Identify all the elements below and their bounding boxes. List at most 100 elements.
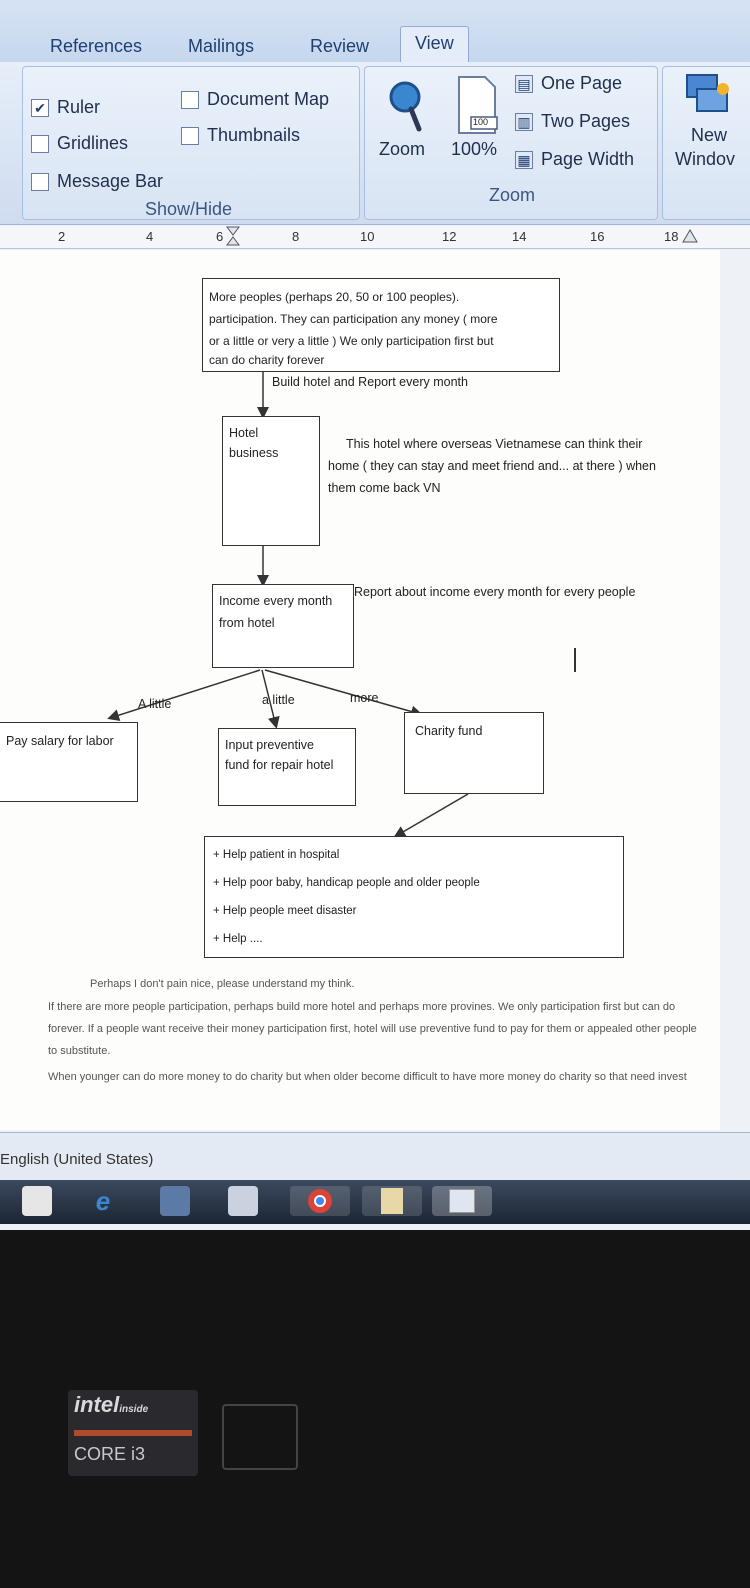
message-bar-checkbox[interactable]: Message Bar	[31, 171, 163, 192]
thumbnails-checkbox[interactable]: Thumbnails	[181, 125, 300, 146]
branch-label-a-little-2: a little	[262, 693, 295, 707]
help-item: + Help ....	[213, 933, 263, 945]
hotel-business-box: Hotel business	[222, 416, 320, 546]
arrow-income-to-charity	[264, 669, 423, 718]
preventive-label: fund for repair hotel	[225, 758, 334, 772]
page-width-icon: ▦	[515, 150, 533, 169]
page-100-icon	[458, 76, 498, 134]
ribbon: ✔ Ruler Gridlines Message Bar Document Ma…	[0, 62, 750, 225]
ruler-tick: 4	[146, 229, 154, 244]
zoom-100-button[interactable]: 100%	[451, 139, 498, 159]
file-explorer-icon[interactable]	[160, 1186, 190, 1216]
indent-marker-icon[interactable]	[226, 226, 240, 248]
show-hide-group: ✔ Ruler Gridlines Message Bar Document Ma…	[22, 66, 360, 220]
text-cursor-icon	[574, 648, 576, 672]
tab-mailings[interactable]: Mailings	[188, 36, 255, 56]
checkmark-icon: ✔	[31, 98, 49, 117]
participation-line: participation. They can participation an…	[209, 312, 498, 326]
arrow-income-to-preventive	[261, 669, 280, 729]
two-pages-label: Two Pages	[541, 111, 631, 131]
intel-inside-text: inside	[119, 1404, 149, 1415]
income-note: Report about income every month for ever…	[354, 585, 636, 599]
note-paragraph: If there are more people participation, …	[48, 1001, 697, 1057]
word-icon[interactable]	[432, 1186, 492, 1216]
checkbox-icon	[181, 90, 199, 109]
ruler-tick: 14	[512, 229, 527, 244]
tab-references[interactable]: References	[50, 36, 143, 56]
document-page[interactable]: More peoples (perhaps 20, 50 or 100 peop…	[0, 250, 720, 1130]
income-label: from hotel	[219, 616, 275, 630]
document-map-checkbox[interactable]: Document Map	[181, 89, 329, 110]
chrome-icon[interactable]	[290, 1186, 350, 1216]
one-page-icon: ▤	[515, 74, 533, 93]
energy-star-sticker	[222, 1404, 298, 1470]
sticker-stripe	[74, 1430, 192, 1436]
ruler-tick: 8	[292, 229, 300, 244]
ruler-tick: 16	[590, 229, 605, 244]
thumbnails-label: Thumbnails	[207, 125, 301, 145]
right-indent-marker-icon[interactable]	[682, 228, 698, 246]
arrow-income-to-salary	[107, 669, 261, 721]
checkbox-icon	[181, 126, 199, 145]
new-window-button[interactable]: New	[691, 125, 728, 145]
note-paragraph: When younger can do more money to do cha…	[48, 1071, 687, 1083]
horizontal-ruler[interactable]: 2 4 6 8 10 12 14 16 18	[0, 226, 750, 249]
page-width-button[interactable]: ▦ Page Width	[515, 149, 634, 170]
participation-line: More peoples (perhaps 20, 50 or 100 peop…	[209, 290, 460, 304]
taskbar: e	[0, 1180, 750, 1224]
intel-brand-text: intel	[74, 1392, 120, 1417]
participation-line: or a little or very a little ) We only p…	[209, 334, 494, 348]
build-hotel-label: Build hotel and Report every month	[272, 375, 468, 389]
status-bar: English (United States)	[0, 1132, 750, 1183]
help-item: + Help people meet disaster	[213, 905, 357, 917]
two-pages-button[interactable]: ▥Two Pages	[515, 111, 630, 132]
start-icon[interactable]	[22, 1186, 52, 1216]
ruler-tick: 2	[58, 229, 66, 244]
help-list-box: + Help patient in hospital + Help poor b…	[204, 836, 624, 958]
flowchart-connectors	[107, 371, 469, 838]
business-label: business	[229, 446, 279, 460]
note-paragraph: Perhaps I don't pain nice, please unders…	[90, 978, 355, 990]
branch-label-a-little: A little	[138, 697, 172, 711]
screen: References Mailings Review View ✔ Ruler G…	[0, 0, 750, 1230]
tab-view[interactable]: View	[400, 26, 469, 66]
charity-label: Charity fund	[415, 724, 483, 738]
participation-line: can do charity forever	[209, 353, 325, 367]
document-map-label: Document Map	[207, 89, 330, 109]
preventive-fund-box: Input preventive fund for repair hotel	[218, 728, 356, 806]
charity-fund-box: Charity fund	[404, 712, 544, 794]
ribbon-tabs: References Mailings Review View	[0, 0, 750, 66]
new-window-button-line2[interactable]: Windov	[675, 149, 736, 169]
one-page-button[interactable]: ▤One Page	[515, 73, 622, 94]
ruler-tick: 12	[442, 229, 457, 244]
hotel-label: Hotel	[229, 426, 259, 440]
hotel-note-line: This hotel where overseas Vietnamese can…	[346, 437, 643, 451]
calculator-icon[interactable]	[228, 1186, 258, 1216]
language-indicator[interactable]: English (United States)	[0, 1151, 154, 1168]
intel-logo: intelinside	[74, 1392, 148, 1418]
ruler-tick: 6	[216, 229, 224, 244]
zoom-group: Zoom 100 100% ▤One Page ▥Two Pages ▦ Page…	[364, 66, 658, 220]
zoom-button[interactable]: Zoom	[379, 139, 426, 159]
income-label: Income every month	[219, 594, 333, 608]
core-i3-label: CORE i3	[74, 1444, 146, 1464]
page-100-badge: 100	[473, 117, 489, 127]
checkbox-icon	[31, 134, 49, 153]
income-box: Income every month from hotel	[212, 584, 354, 668]
internet-explorer-icon[interactable]: e	[95, 1185, 111, 1216]
arrow-charity-to-help	[393, 793, 469, 838]
salary-box: Pay salary for labor	[0, 722, 138, 802]
ruler-label: Ruler	[57, 97, 101, 117]
participation-box: More peoples (perhaps 20, 50 or 100 peop…	[202, 278, 560, 372]
preventive-label: Input preventive	[225, 738, 314, 752]
gridlines-checkbox[interactable]: Gridlines	[31, 133, 128, 154]
message-bar-label: Message Bar	[57, 171, 164, 191]
ruler-tick: 10	[360, 229, 375, 244]
intel-core-i3-sticker: intelinside CORE i3	[68, 1390, 198, 1476]
folder-icon[interactable]	[362, 1186, 422, 1216]
ruler-tick: 18	[664, 229, 679, 244]
ruler-checkbox[interactable]: ✔ Ruler	[31, 97, 100, 118]
tab-review[interactable]: Review	[310, 36, 370, 56]
page-width-label: Page Width	[541, 149, 635, 169]
window-group: New Windov	[662, 66, 750, 220]
